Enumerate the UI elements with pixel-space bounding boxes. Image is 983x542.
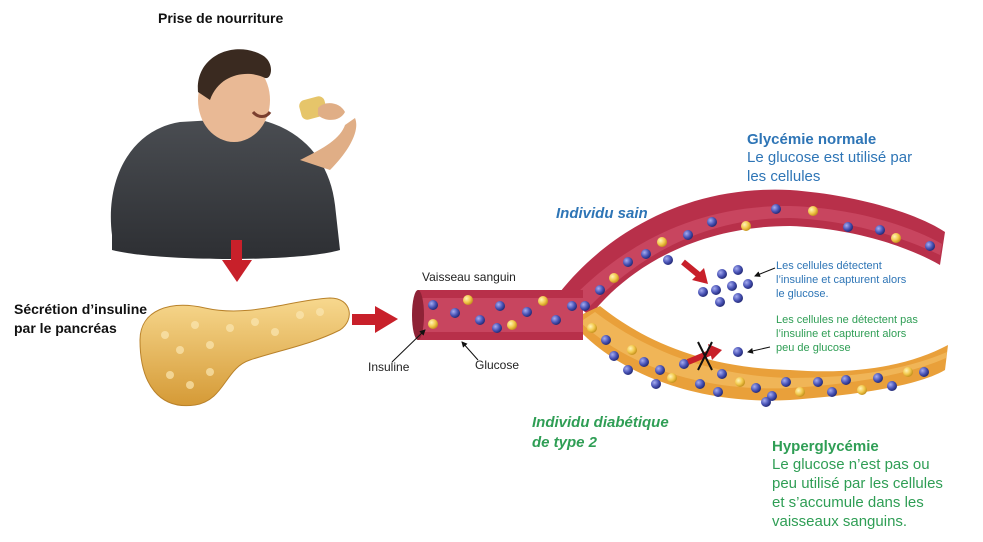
note-cells-not-detect: Les cellules ne détectent pas l’insuline…	[776, 313, 981, 355]
arrow-right-icon	[352, 306, 398, 333]
note-not-detect-line-3: peu de glucose	[776, 341, 981, 355]
label-diabetic-individual: Individu diabétique de type 2	[532, 413, 732, 453]
label-insulin-secretion: Sécrétion d’insuline par le pancréas	[14, 300, 174, 338]
hyperglycemia-line-3: et s’accumule dans les	[772, 493, 977, 512]
normal-glycemia-line-2: les cellules	[747, 167, 977, 186]
note-not-detect-line-1: Les cellules ne détectent pas	[776, 313, 981, 327]
hyperglycemia-title: Hyperglycémie	[772, 438, 977, 455]
captured-glucose-cluster	[698, 265, 753, 307]
note-detect-line-3: le glucose.	[776, 287, 976, 301]
hyperglycemia-line-2: peu utilisé par les cellules	[772, 474, 977, 493]
arrow-capture-icon	[683, 262, 708, 284]
diabetic-label-line-1: Individu diabétique	[532, 413, 732, 433]
note-cells-detect: Les cellules détectent l’insuline et cap…	[776, 259, 976, 301]
secretion-line-1: Sécrétion d’insuline	[14, 300, 174, 319]
hyperglycemia-line-4: vaisseaux sanguins.	[772, 512, 977, 531]
person-illustration	[111, 49, 356, 259]
normal-glycemia-line-1: Le glucose est utilisé par	[747, 148, 977, 167]
note-detect-line-2: l’insuline et capturent alors	[776, 273, 976, 287]
secretion-line-2: par le pancréas	[14, 319, 174, 338]
label-vessel: Vaisseau sanguin	[422, 270, 516, 284]
label-healthy-individual: Individu sain	[556, 205, 648, 222]
note-detect-line-1: Les cellules détectent	[776, 259, 976, 273]
title-food-intake: Prise de nourriture	[158, 9, 283, 28]
diabetic-label-line-2: de type 2	[532, 433, 732, 453]
normal-glycemia-title: Glycémie normale	[747, 131, 977, 148]
note-not-detect-line-2: l’insuline et capturent alors	[776, 327, 981, 341]
panel-normal-glycemia: Glycémie normale Le glucose est utilisé …	[747, 131, 977, 186]
hyperglycemia-line-1: Le glucose n’est pas ou	[772, 455, 977, 474]
label-insulin: Insuline	[368, 360, 409, 374]
panel-hyperglycemia: Hyperglycémie Le glucose n’est pas ou pe…	[772, 438, 977, 531]
label-glucose: Glucose	[475, 358, 519, 372]
